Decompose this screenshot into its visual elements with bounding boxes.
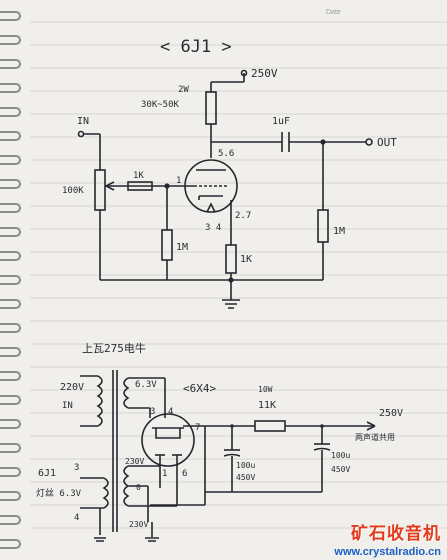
volume-pot (94, 169, 106, 211)
spiral-binding (0, 11, 21, 549)
tube-6x4 (141, 413, 195, 467)
plate-resistor-value: 30K~50K (141, 100, 180, 110)
grid-leak-label: 1M (176, 242, 188, 253)
out-voltage-label: 250V (379, 408, 403, 419)
filter-cap-1-plate-b (223, 453, 241, 457)
watermark-url: www.crystalradio.cn (334, 546, 441, 558)
plate-resistor-power: 2W (178, 85, 189, 95)
secondary-b-label: 230V (129, 520, 148, 529)
rect-pin-a: 3 (150, 407, 155, 417)
rect-pin-c: 7 (195, 423, 200, 433)
pin-cathode-label: 2.7 (235, 211, 251, 221)
rectifier-cathode (152, 427, 184, 439)
rect-pin-b: 4 (168, 407, 173, 417)
amp-circuit (77, 69, 373, 309)
amp-title: < 6J1 > (160, 37, 232, 57)
mains-sub-label: IN (62, 401, 73, 411)
series-resistor (254, 420, 286, 432)
secondary-a-label: 230V (125, 457, 144, 466)
pin-plate-label: 5.6 (218, 149, 234, 159)
junction-dot (320, 424, 324, 428)
heater-ground-icon (94, 537, 106, 542)
supply-label: 250V (251, 67, 278, 80)
ground-icon (222, 299, 240, 309)
heater-winding-label: 6.3V (135, 380, 157, 390)
tube-heater (206, 202, 216, 213)
coupling-cap-label: 1uF (272, 116, 290, 127)
filter-cap-2-plate-b (313, 447, 331, 451)
pin-heater-label: 3 4 (205, 223, 221, 233)
pin-grid-label: 1 (176, 176, 181, 186)
cathode-resistor-label: 1K (240, 254, 252, 265)
output-load-label: 1M (333, 226, 345, 237)
tube-cathode (198, 195, 223, 200)
rect-heater-winding (123, 377, 130, 409)
grid-stopper-resistor (127, 181, 153, 191)
rectifier-label: <6X4> (183, 382, 216, 395)
series-resistor-value: 11K (258, 400, 276, 411)
cathode-resistor (225, 244, 237, 274)
ruled-lines (30, 21, 447, 529)
primary-winding (96, 375, 103, 427)
out-arrow-icon (366, 421, 376, 431)
plate-resistor (205, 91, 217, 125)
heater-out-tube: 6J1 (38, 468, 56, 479)
out-note-label: 两声道共用 (355, 432, 395, 442)
input-terminal (77, 130, 85, 138)
input-label: IN (77, 116, 89, 127)
pot-wiper (104, 181, 115, 191)
filter-cap-1-voltage: 450V (236, 473, 255, 482)
transformer-label: 上瓦275电牛 (82, 341, 146, 355)
mains-label: 220V (60, 382, 84, 393)
psu-circuit (80, 370, 376, 542)
series-resistor-power: 10W (258, 385, 273, 394)
filter-cap-1-value: 100u (236, 461, 255, 470)
grid-stopper-label: 1K (133, 171, 144, 181)
heater-out-label: 灯丝 6.3V (36, 487, 82, 499)
rect-pin-e: 6 (182, 469, 187, 479)
heater-secondary-winding (102, 477, 109, 509)
output-load-resistor (317, 209, 329, 243)
tap-label: 0 (136, 483, 141, 492)
heater-pin-b: 4 (74, 513, 79, 523)
volume-pot-label: 100K (62, 186, 84, 196)
grid-leak-resistor (161, 229, 173, 261)
date-label: Date (326, 9, 341, 16)
heater-pin-a: 3 (74, 463, 79, 473)
rect-pin-d: 1 (162, 469, 167, 479)
hv-secondary-winding (123, 465, 130, 507)
junction-dot (230, 424, 234, 428)
psu-ground-icon (145, 537, 159, 542)
watermark-cn: 矿石收音机 (351, 524, 441, 544)
output-terminal (365, 138, 373, 146)
output-label: OUT (377, 136, 397, 149)
filter-cap-2-voltage: 450V (331, 465, 350, 474)
filter-cap-2-value: 100u (331, 451, 350, 460)
